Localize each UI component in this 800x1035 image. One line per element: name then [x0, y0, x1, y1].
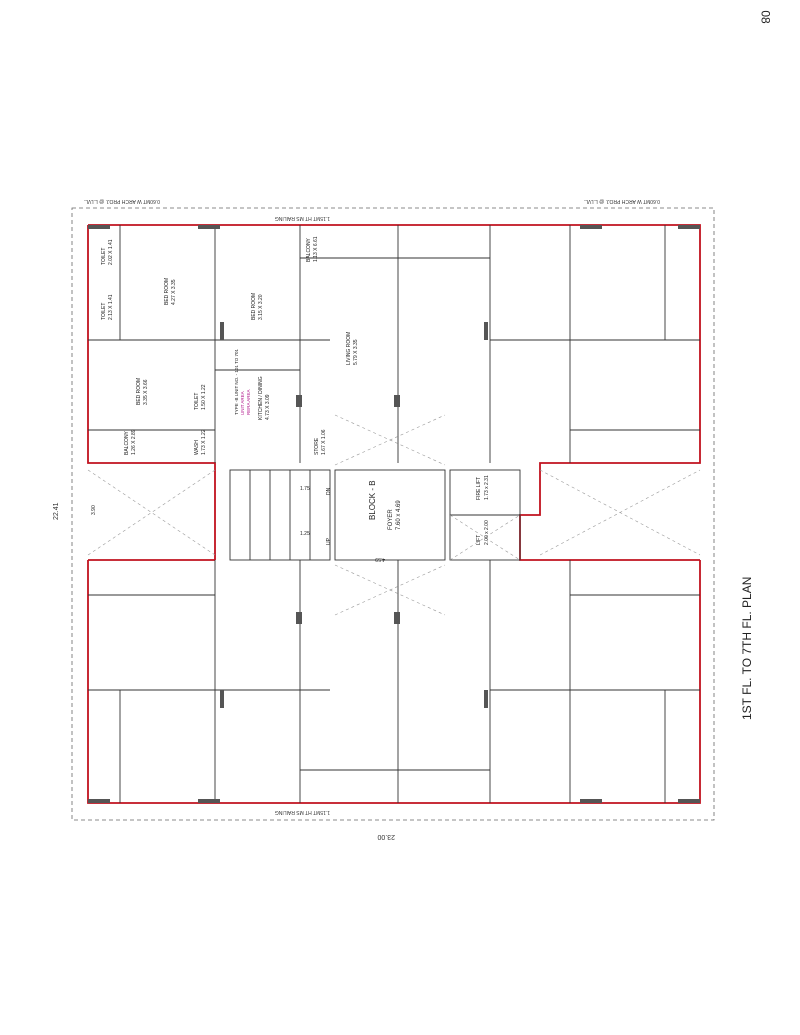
arch-proj-top-left: 0.60MT W ARCH PROJ. @ L.LVL. [84, 198, 160, 204]
lift-dims: 2.00 x 2.00 [484, 520, 490, 545]
room-dims: 1.50 X 1.22 [201, 384, 207, 410]
arch-proj-top-right: 0.60MT W ARCH PROJ. @ L.LVL. [584, 198, 660, 204]
room-name: TOILET [101, 303, 107, 320]
lift-label: LIFT [476, 535, 482, 545]
core-dim-1: 1.75 [300, 486, 310, 492]
room-name: KITCHEN / DINING [258, 376, 264, 420]
core-dim-2: 1.25 [300, 531, 310, 537]
room-dims: 2.02 X 1.41 [108, 239, 114, 265]
unit-outline-top [88, 224, 701, 561]
wall-blocks [88, 225, 700, 803]
railing-top: 1.15MT HT MS RAILING [275, 215, 330, 221]
room-dims: 4.27 X 3.35 [171, 279, 177, 305]
unit-outline-left [87, 225, 216, 560]
room-name: BED ROOM [251, 293, 257, 320]
room-dims: 3.15 X 3.20 [258, 294, 264, 320]
overall-width-label: 22.41 [53, 502, 60, 520]
fire-lift-dims: 1.73 x 2.31 [484, 475, 490, 500]
area-note-line3: RERA AREA [246, 389, 251, 415]
internal-walls [88, 225, 700, 803]
room-dims: 5.79 X 3.35 [353, 339, 359, 365]
room-name: TOILET [101, 248, 107, 265]
room-name: BALCONY [124, 430, 130, 455]
room-dims: 3.35 X 3.66 [143, 379, 149, 405]
room-dims: 2.13 X 1.41 [108, 294, 114, 320]
fire-lift-label: FIRE LIFT [476, 477, 482, 500]
room-name: TOILET [194, 393, 200, 410]
room-dims: 1.73 X 1.22 [201, 429, 207, 455]
room-name: BED ROOM [136, 378, 142, 405]
shaft-hatching [87, 414, 701, 616]
core-dim-4: 3.90 [91, 505, 97, 515]
area-note-line2: UNIT AREA [240, 391, 245, 415]
room-dims: 4.73 X 3.09 [265, 394, 271, 420]
room-name: WASH [194, 440, 200, 455]
stair-dn: DN [326, 487, 332, 495]
site-boundary [71, 207, 715, 821]
room-name: BED ROOM [164, 278, 170, 305]
room-name: LIVING ROOM [346, 332, 352, 365]
room-name: STORE [314, 437, 320, 455]
room-name: BALCONY [306, 237, 312, 262]
overall-length-label: 23.00 [377, 833, 395, 840]
foyer-dims: 7.60 x 4.69 [396, 500, 402, 530]
room-dims: 1.26 X 2.89 [131, 429, 137, 455]
core-dim-3: 4.59 [375, 556, 385, 562]
unit-outline-bottom [87, 559, 701, 804]
block-label: BLOCK - B [368, 480, 377, 520]
room-dims: 1.13 X 6.61 [313, 236, 319, 262]
room-labels: BED ROOM 4.27 X 3.35 BED ROOM 3.15 X 3.2… [101, 236, 359, 455]
foyer-label: FOYER [388, 509, 394, 530]
room-dims: 1.67 X 1.06 [321, 429, 327, 455]
stair-up: UP [326, 537, 332, 545]
railing-bottom: 1.15MT HT MS RAILING [275, 809, 330, 815]
area-note-line1: TYPE -B UNIT NO. - 101 TO 701 [234, 348, 239, 415]
unit-area-note: TYPE -B UNIT NO. - 101 TO 701 UNIT AREA … [234, 348, 251, 415]
